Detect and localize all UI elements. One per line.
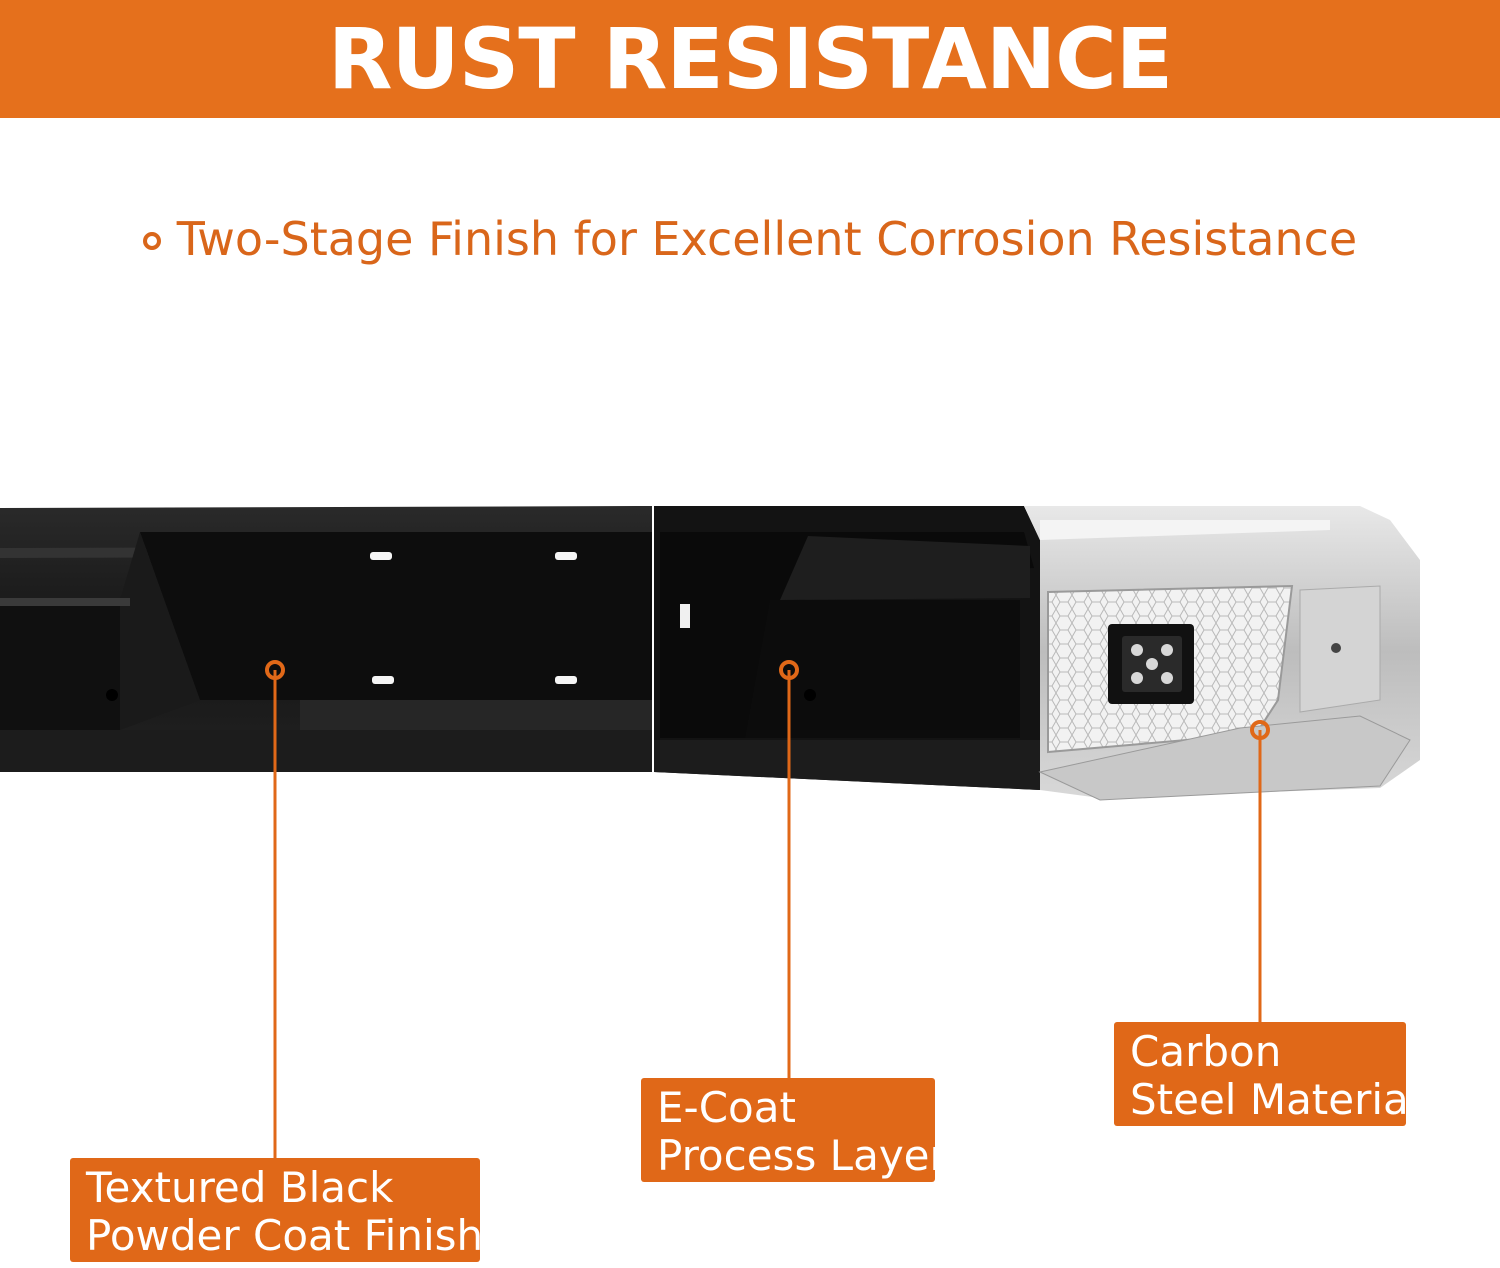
e-coat-section	[654, 506, 1040, 790]
banner-title: RUST RESISTANCE	[327, 10, 1173, 108]
callout-line: E-Coat	[657, 1083, 796, 1132]
callout-line: Powder Coat Finish	[86, 1211, 484, 1260]
subtitle-text: Two-Stage Finish for Excellent Corrosion…	[176, 212, 1358, 266]
callout-leaders	[265, 660, 1270, 1158]
callout-powder-coat: Textured Black Powder Coat Finish	[70, 1158, 484, 1262]
callout-line: Textured Black	[86, 1163, 394, 1212]
callout-line: Process Layer	[657, 1131, 947, 1180]
callout-line: Steel Material	[1130, 1075, 1421, 1124]
subtitle: Two-Stage Finish for Excellent Corrosion…	[0, 212, 1500, 266]
callout-line: Carbon	[1130, 1027, 1282, 1076]
callout-carbon-steel: Carbon Steel Material	[1114, 1022, 1421, 1126]
powder-coat-section	[0, 506, 652, 772]
bullet-circle-icon	[142, 232, 161, 250]
callout-e-coat: E-Coat Process Layer	[641, 1078, 947, 1182]
header-banner: RUST RESISTANCE	[0, 0, 1500, 118]
carbon-steel-section	[1024, 506, 1420, 801]
